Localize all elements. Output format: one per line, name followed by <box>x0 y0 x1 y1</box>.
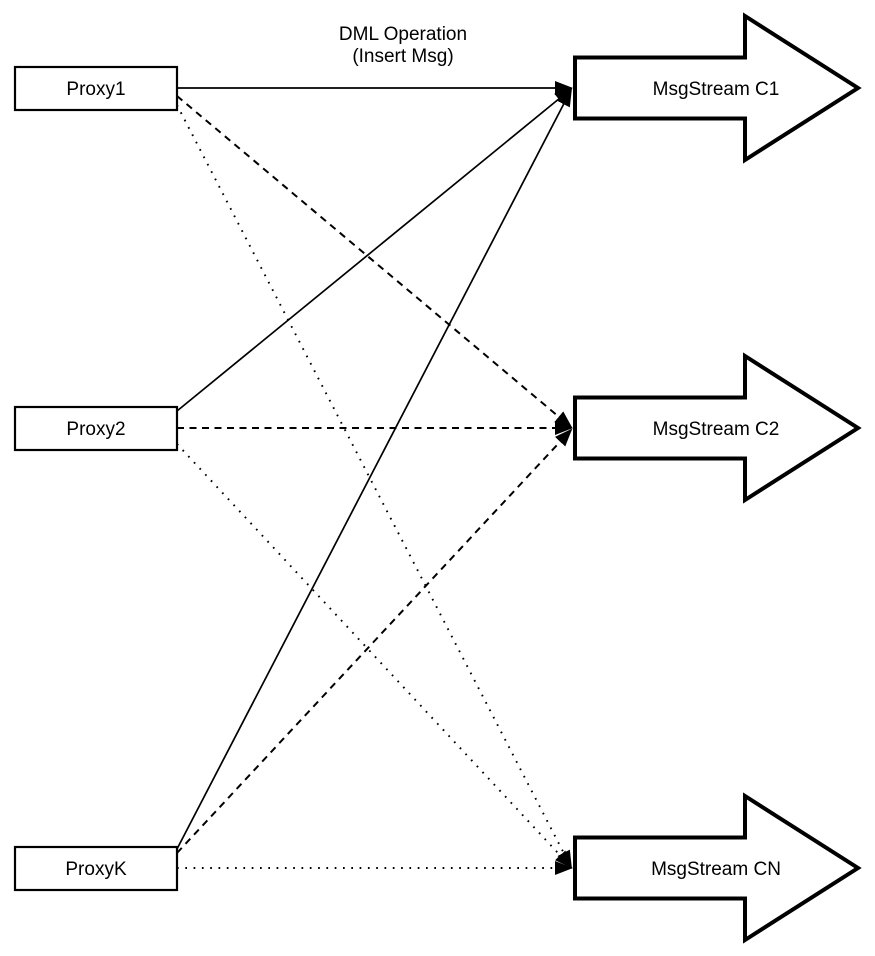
edge-proxyk-c1 <box>176 88 572 850</box>
node-proxy1: Proxy1 <box>13 65 179 112</box>
diagram-title-line1: DML Operation <box>339 24 467 45</box>
edge-proxy2-cn <box>176 443 573 869</box>
node-msgstream-c2: MsgStream C2 <box>573 352 862 504</box>
msgstream-c1-arrow-shape <box>573 12 862 164</box>
msgstream-c1-label: MsgStream C1 <box>653 79 780 100</box>
proxy1-label: Proxy1 <box>66 79 125 100</box>
msgstream-cn-label: MsgStream CN <box>651 859 781 880</box>
edges-layer <box>176 81 573 875</box>
node-msgstream-cn: MsgStream CN <box>573 792 862 944</box>
node-proxyk: ProxyK <box>13 845 179 892</box>
msgstream-c2-label: MsgStream C2 <box>653 419 780 440</box>
edge-proxyk-c2 <box>176 428 573 854</box>
diagram-title-line2: (Insert Msg) <box>352 46 453 67</box>
edge-proxy1-c2 <box>176 95 573 429</box>
msgstream-c2-arrow-shape <box>573 352 862 504</box>
node-proxy2: Proxy2 <box>13 405 179 452</box>
edge-proxy2-c1 <box>176 87 573 412</box>
edge-proxy1-cn <box>176 104 572 869</box>
msgstream-cn-arrow-shape <box>573 792 862 944</box>
proxyk-label: ProxyK <box>65 859 127 880</box>
node-msgstream-c1: MsgStream C1 <box>573 12 862 164</box>
proxy2-label: Proxy2 <box>66 419 125 440</box>
